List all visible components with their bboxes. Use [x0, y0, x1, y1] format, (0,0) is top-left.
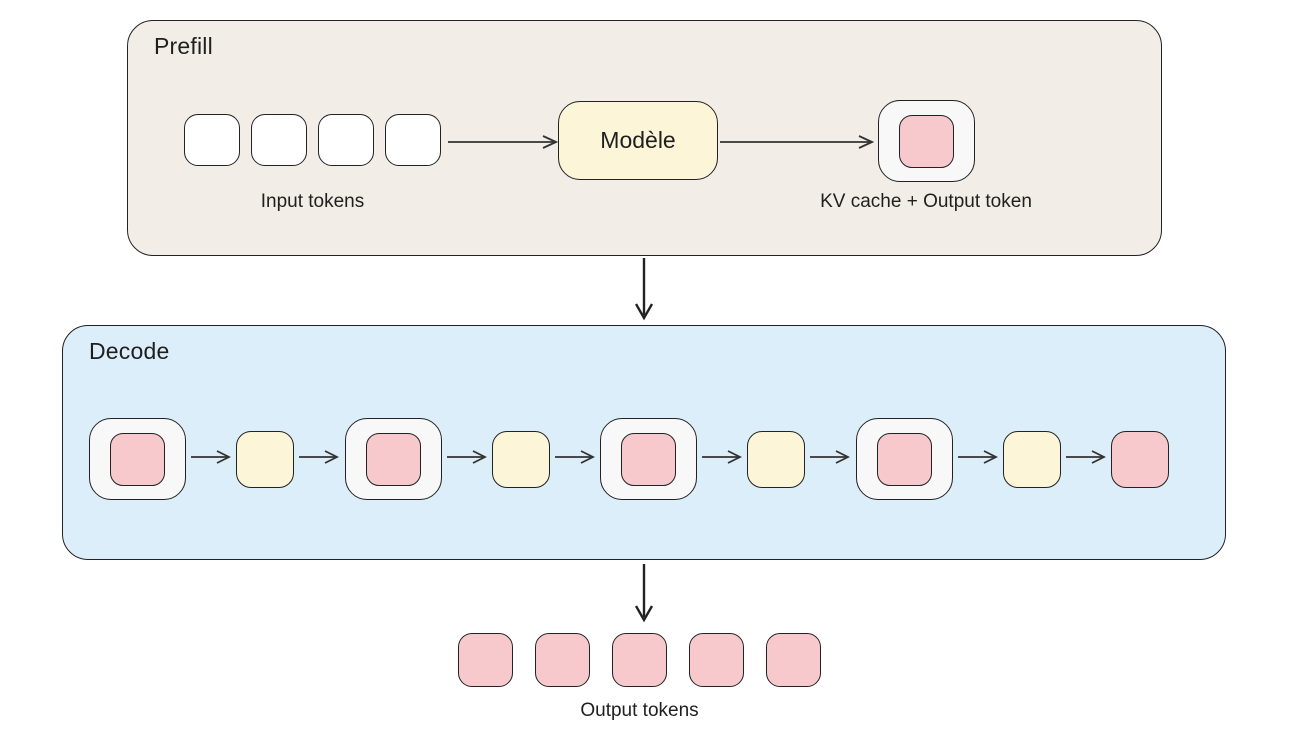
arrow-down-icon	[634, 258, 654, 327]
arrow-down-icon	[634, 564, 654, 629]
arrow-right-icon	[1065, 448, 1106, 471]
arrow-right-icon	[448, 133, 559, 156]
decode-sequence	[89, 416, 1169, 502]
input-token	[385, 114, 441, 166]
arrow-right-icon	[446, 448, 487, 471]
output-token	[689, 633, 744, 687]
model-pass-step	[236, 430, 295, 488]
input-token	[318, 114, 374, 166]
input-tokens-group	[184, 114, 441, 166]
decode-title: Decode	[89, 338, 170, 364]
kv-cache-token	[344, 418, 442, 500]
cached-output-token	[365, 432, 421, 486]
arrow-right-icon	[299, 448, 340, 471]
output-token	[766, 633, 821, 687]
kv-cache-box	[878, 100, 975, 182]
kv-cache-token	[89, 418, 186, 500]
model-pass-step	[1002, 430, 1061, 488]
arrow-right-icon	[720, 133, 875, 156]
output-token	[612, 633, 667, 687]
input-tokens-label: Input tokens	[260, 191, 365, 212]
output-token	[535, 633, 590, 687]
arrow-right-icon	[957, 448, 998, 471]
kv-cache-token	[600, 418, 697, 500]
cached-output-token	[621, 432, 676, 486]
kv-cache-label: KV cache + Output token	[820, 191, 1032, 212]
input-token	[184, 114, 240, 166]
model-pass-step	[747, 430, 806, 488]
prefill-panel: Prefill Input tokens Modèle KV cache + O…	[127, 20, 1162, 256]
output-tokens-label: Output tokens	[580, 700, 699, 721]
prefill-title: Prefill	[154, 33, 213, 59]
final-output-token	[1111, 430, 1169, 488]
output-token	[458, 633, 513, 687]
model-label: Modèle	[600, 127, 676, 153]
cached-output-token	[110, 432, 165, 486]
input-token	[251, 114, 307, 166]
kv-cache-token	[855, 418, 953, 500]
cached-output-token	[876, 432, 932, 486]
output-tokens-group	[458, 633, 821, 687]
model-pass-step	[491, 430, 550, 488]
output-token	[899, 114, 954, 168]
arrow-right-icon	[191, 448, 232, 471]
arrow-right-icon	[554, 448, 595, 471]
decode-panel: Decode	[62, 325, 1226, 560]
model-box: Modèle	[558, 101, 718, 180]
arrow-right-icon	[810, 448, 851, 471]
arrow-right-icon	[702, 448, 743, 471]
